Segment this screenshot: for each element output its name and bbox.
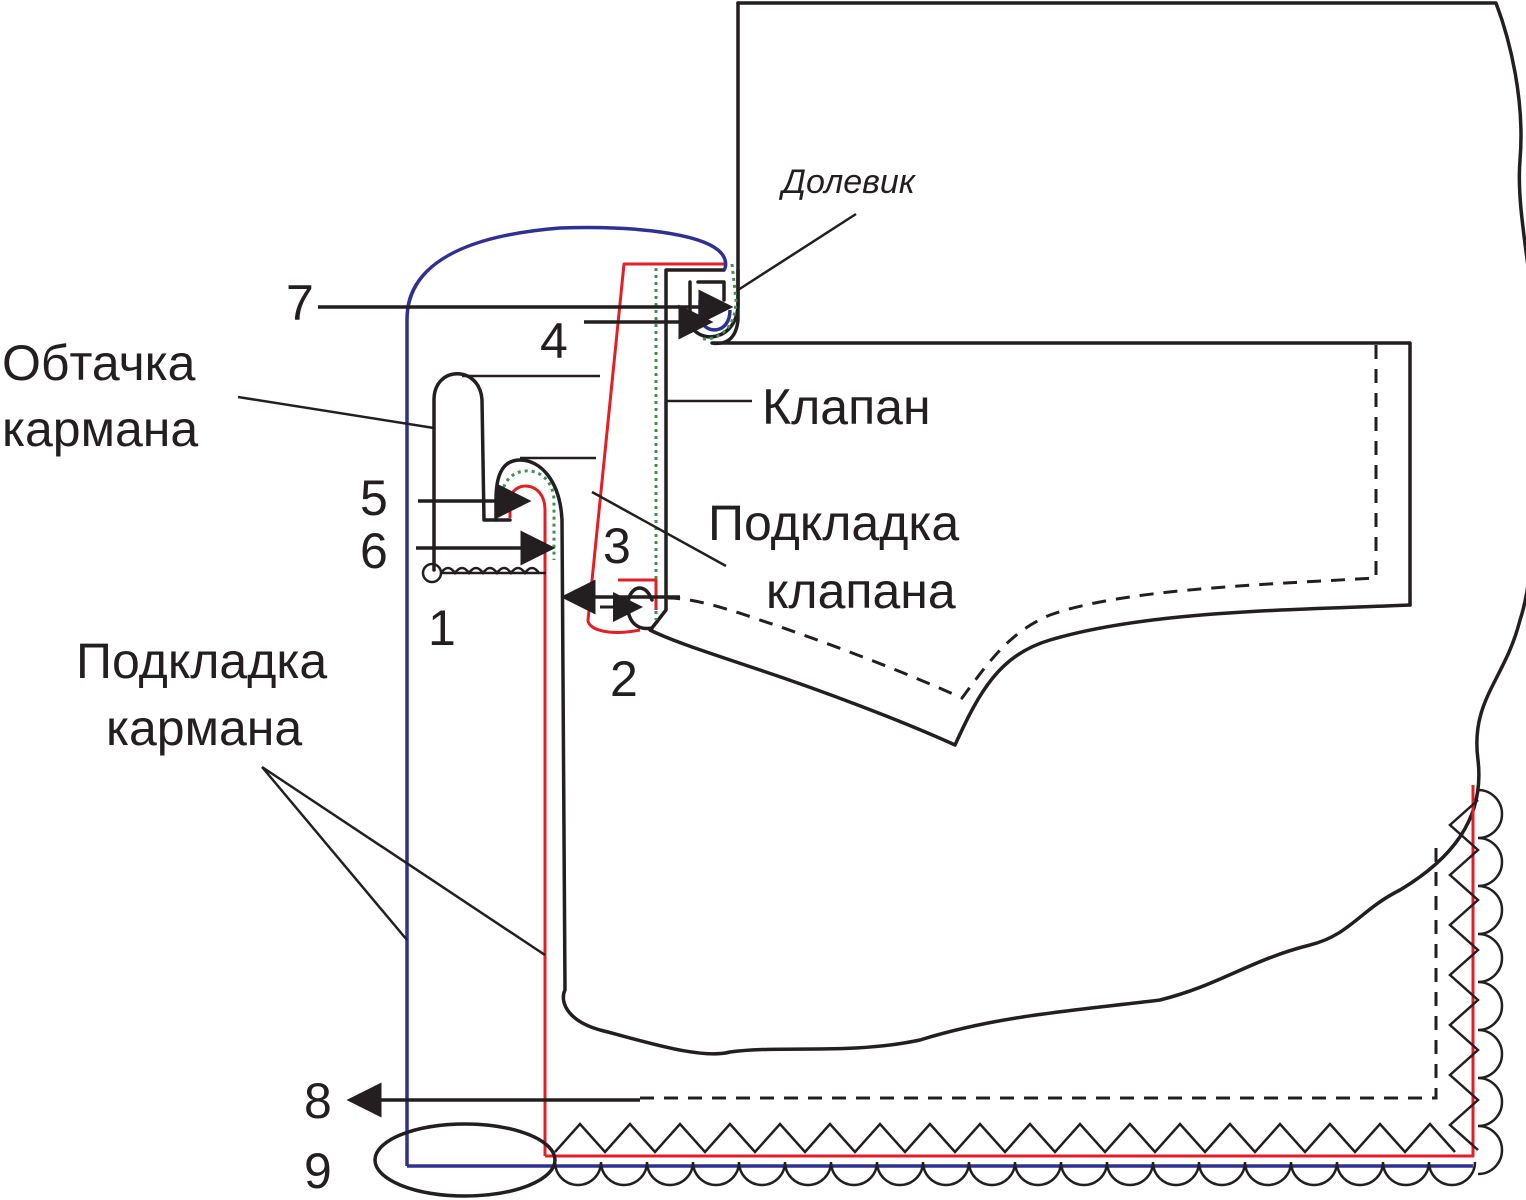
label-dolevik: Долевик — [778, 163, 917, 201]
flap-outline — [648, 603, 1412, 747]
label-klapan: Клапан — [762, 379, 931, 435]
top-fold-blue — [698, 300, 732, 332]
label-podkladka-karmana-1: Подкладка — [76, 633, 327, 689]
flap-vertical-edge — [650, 268, 726, 630]
corner-ellipse — [373, 1122, 557, 1198]
overlock-right — [1448, 799, 1480, 1151]
overlock-bottom-scallops — [553, 1161, 1477, 1187]
top-fold-black — [688, 268, 740, 339]
label-podkladka-karmana-2: кармана — [106, 700, 302, 756]
garment-panel-outline — [494, 1, 1526, 1056]
label-podkladka-klapana-1: Подкладка — [708, 495, 959, 551]
number-2: 2 — [610, 651, 638, 707]
overlock-bottom — [554, 1122, 1456, 1154]
leader-podkladka-karmana-1 — [261, 766, 408, 941]
pocket-facing-outline — [432, 372, 512, 572]
pocket-lining-red — [545, 785, 1475, 1158]
overlock-right-scallops — [1477, 788, 1504, 1176]
leader-obtachka — [237, 395, 435, 430]
number-4: 4 — [540, 313, 568, 369]
leader-dolevik — [737, 212, 857, 292]
label-obtachka-2: кармана — [2, 401, 198, 457]
pocket-lining-dashed — [640, 840, 1438, 1100]
leader-podkladka-karmana-2 — [261, 765, 546, 957]
top-fold-inner — [696, 280, 726, 302]
number-5: 5 — [360, 470, 388, 526]
pocket-bag-blue — [405, 225, 1473, 1168]
garment-top-left-edge — [710, 1, 1412, 607]
number-9: 9 — [304, 1143, 332, 1199]
label-obtachka-1: Обтачка — [2, 335, 196, 391]
number-1: 1 — [428, 600, 456, 656]
flap-dashed-seam — [667, 345, 1378, 700]
number-7: 7 — [286, 275, 314, 331]
overlock-edge-small — [439, 566, 546, 576]
leader-podkladka-klapana — [591, 490, 727, 568]
facing-lining-loop — [508, 484, 547, 1156]
number-6: 6 — [360, 523, 388, 579]
number-3: 3 — [603, 518, 631, 574]
edge-circle — [421, 562, 443, 584]
label-podkladka-klapana-2: клапана — [766, 563, 956, 619]
number-8: 8 — [304, 1073, 332, 1129]
flap-lining — [586, 262, 724, 634]
